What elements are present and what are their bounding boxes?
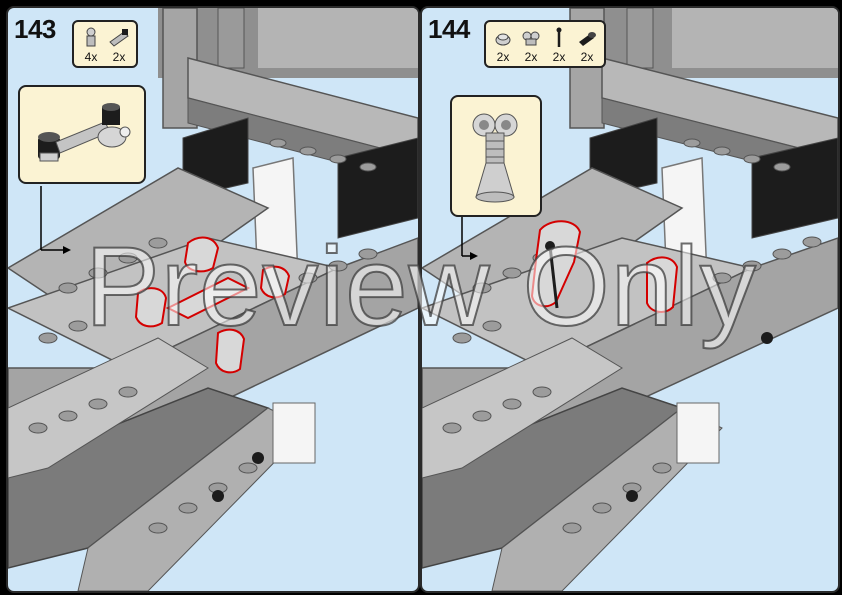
technic-axle-pin-icon — [109, 29, 129, 47]
step-panel-144: 144 2x 2x — [420, 6, 840, 593]
part-quantity: 4x — [84, 50, 98, 64]
highlighted-parts-143 — [134, 236, 291, 374]
parts-list-144: 2x 2x 2x — [484, 20, 606, 68]
part-entry: 2x — [492, 26, 514, 64]
part-entry: 4x — [80, 26, 102, 64]
part-entry: 2x — [548, 26, 570, 64]
parts-list-143: 4x 2x — [72, 20, 138, 68]
bar-holder-assembly-icon — [38, 103, 131, 162]
round-plate-icon — [495, 33, 511, 46]
step-number: 144 — [428, 14, 470, 44]
build-illustration-143 — [8, 8, 418, 591]
double-clip-icon — [522, 31, 540, 46]
black-bar-icon — [556, 27, 562, 47]
part-quantity: 2x — [496, 50, 510, 64]
build-illustration-144 — [422, 8, 838, 591]
part-entry: 2x — [520, 26, 542, 64]
part-quantity: 2x — [552, 50, 566, 64]
part-entry: 2x — [108, 26, 130, 64]
part-quantity: 2x — [580, 50, 594, 64]
black-technic-pin-icon — [579, 32, 596, 46]
part-quantity: 2x — [112, 50, 126, 64]
sub-assembly-callout-143 — [18, 85, 146, 184]
part-entry: 2x — [576, 26, 598, 64]
bar-holder-clip-icon — [86, 27, 96, 47]
step-panel-143: 143 4x 2x — [6, 6, 420, 593]
sub-assembly-callout-144 — [450, 95, 542, 217]
highlighted-parts-144 — [530, 220, 679, 313]
part-quantity: 2x — [524, 50, 538, 64]
double-clip-cone-assembly-icon — [472, 113, 518, 203]
step-number: 143 — [14, 14, 56, 44]
